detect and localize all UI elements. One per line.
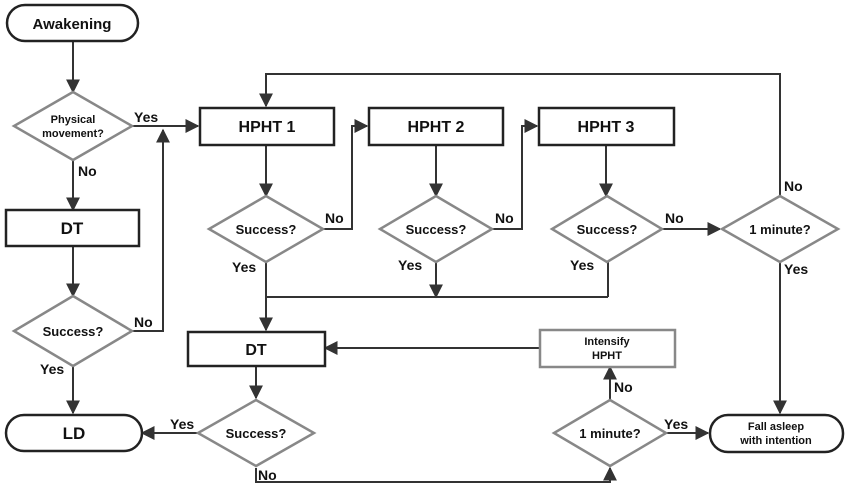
success1-no-label: No xyxy=(325,210,344,226)
success3-label: Success? xyxy=(577,222,638,237)
success2-decision: Success? xyxy=(377,194,495,264)
hpht2-node: HPHT 2 xyxy=(367,106,505,147)
edge-success2-no-to-hpht3 xyxy=(492,119,539,230)
intensify-label-line2: HPHT xyxy=(592,350,622,362)
one-minute-top-yes-label: Yes xyxy=(784,261,808,277)
edge-success1-no-to-hpht2 xyxy=(323,119,369,230)
dt-left-label: DT xyxy=(61,219,84,238)
one-minute-top-decision: 1 minute? xyxy=(719,194,841,264)
success-left-label: Success? xyxy=(43,324,104,339)
connectors xyxy=(66,41,787,483)
hpht3-node: HPHT 3 xyxy=(537,106,676,147)
one-minute-bottom-yes-label: Yes xyxy=(664,416,688,432)
one-minute-bottom-label: 1 minute? xyxy=(579,426,640,441)
success2-label: Success? xyxy=(406,222,467,237)
physical-label-line1: Physical xyxy=(51,114,96,126)
success-left-yes-label: Yes xyxy=(40,361,64,377)
success3-no-label: No xyxy=(665,210,684,226)
dt-left-node: DT xyxy=(4,208,141,248)
success2-yes-label: Yes xyxy=(398,257,422,273)
physical-movement-decision: Physical movement? xyxy=(11,90,135,162)
hpht2-label: HPHT 2 xyxy=(408,119,465,136)
awakening-node: Awakening xyxy=(5,3,140,43)
one-minute-top-label: 1 minute? xyxy=(749,222,810,237)
hpht1-label: HPHT 1 xyxy=(239,119,296,136)
success-bottom-yes-label: Yes xyxy=(170,416,194,432)
fall-asleep-label-line1: Fall asleep xyxy=(748,421,805,433)
success1-decision: Success? xyxy=(206,194,326,264)
hpht1-node: HPHT 1 xyxy=(198,106,336,147)
hpht3-label: HPHT 3 xyxy=(578,119,635,136)
intensify-hpht-node: Intensify HPHT xyxy=(538,328,677,369)
success-bottom-no-label: No xyxy=(258,467,277,483)
fall-asleep-node: Fall asleep with intention xyxy=(708,413,845,454)
physical-no-label: No xyxy=(78,163,97,179)
one-minute-bottom-decision: 1 minute? xyxy=(551,398,669,468)
ld-node: LD xyxy=(4,413,144,453)
edge-labels: Yes No No Yes No Yes No Yes No Yes No Ye… xyxy=(40,109,808,483)
success3-yes-label: Yes xyxy=(570,257,594,273)
edge-success-left-no-to-hpht1 xyxy=(132,128,170,332)
edge-success-bottom-no-to-minute xyxy=(255,466,617,483)
ld-label: LD xyxy=(63,424,86,443)
physical-label-line2: movement? xyxy=(42,128,104,140)
one-minute-top-no-label: No xyxy=(784,178,803,194)
physical-yes-label: Yes xyxy=(134,109,158,125)
awakening-label: Awakening xyxy=(33,16,112,33)
success1-yes-label: Yes xyxy=(232,259,256,275)
intensify-label-line1: Intensify xyxy=(584,336,630,348)
edge-minute-no-to-hpht1 xyxy=(259,73,781,196)
success-left-no-label: No xyxy=(134,314,153,330)
success-bottom-decision: Success? xyxy=(195,398,317,468)
fall-asleep-label-line2: with intention xyxy=(739,435,812,447)
success-left-decision: Success? xyxy=(11,294,135,368)
success3-decision: Success? xyxy=(549,194,665,264)
dt-mid-label: DT xyxy=(245,342,267,359)
success1-label: Success? xyxy=(236,222,297,237)
dt-mid-node: DT xyxy=(186,330,327,368)
success-bottom-label: Success? xyxy=(226,426,287,441)
success2-no-label: No xyxy=(495,210,514,226)
one-minute-bottom-no-label: No xyxy=(614,379,633,395)
